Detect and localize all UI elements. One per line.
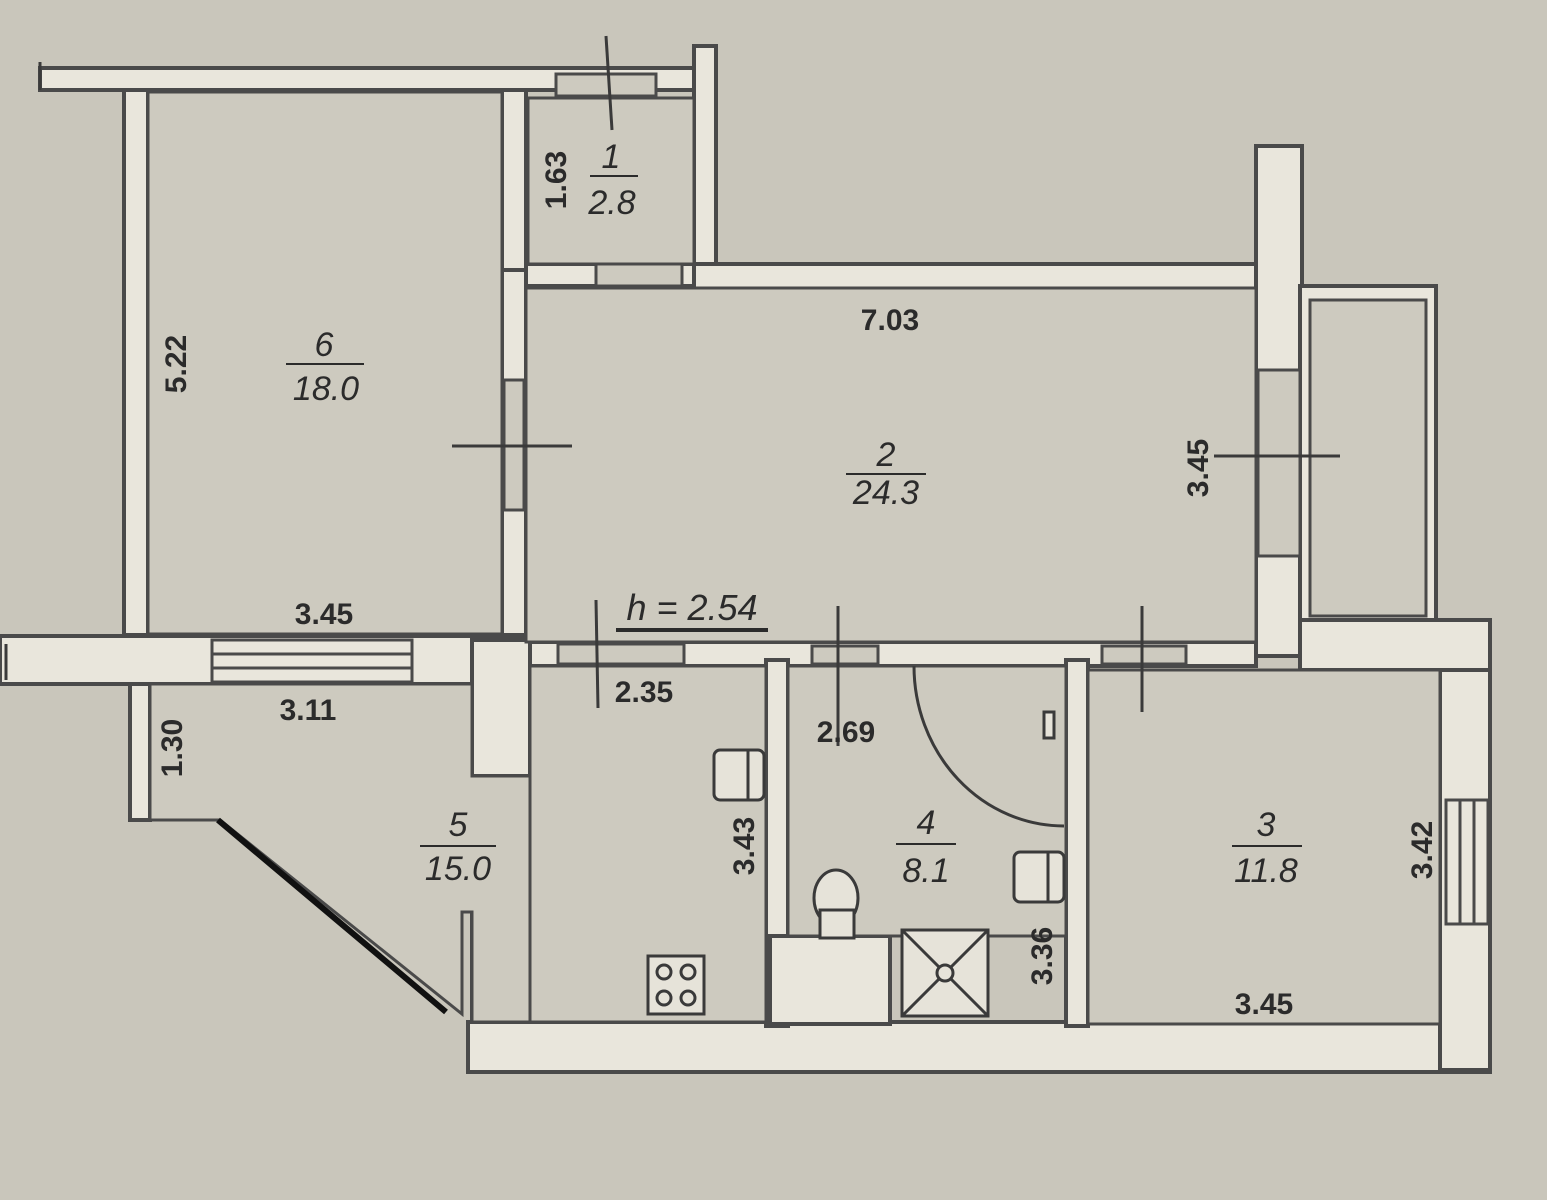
stove-burner: [655, 963, 673, 981]
room-2-floor: [524, 286, 1258, 644]
room-number: 1: [602, 138, 621, 176]
toilet-tank: [818, 908, 856, 940]
dimension-label: 3.43: [728, 817, 761, 875]
room-labels: 1 2.8 2 24.3 3 11.8 4 8.1 5 15.0 6 18.0: [286, 138, 1302, 890]
wall-room2-top: [692, 262, 1258, 292]
room-area: 11.8: [1234, 852, 1298, 890]
room1-bottom-gap: [594, 262, 684, 288]
ceiling-height: h = 2.54: [626, 587, 757, 628]
room-number: 4: [917, 804, 936, 842]
room-5-bay-floor: [148, 682, 532, 1024]
room3-door-gap: [1100, 644, 1188, 666]
dimension-label: 1.30: [156, 719, 189, 777]
room1-door-gap: [554, 72, 658, 98]
dimension-label: 3.45: [295, 598, 353, 631]
bathroom-door-arc: [912, 665, 1065, 828]
room-number: 2: [876, 436, 896, 474]
stove-burner: [679, 963, 697, 981]
balcony-window: [210, 638, 414, 684]
wall-room5-pillar: [470, 638, 532, 778]
dimension-label: 5.22: [160, 335, 193, 393]
wall-room1-left: [500, 88, 528, 272]
wall-left-room6: [122, 88, 150, 637]
balcony-floor: [1308, 298, 1428, 618]
dimension-label: 3.45: [1235, 988, 1293, 1021]
wall-room1-right: [692, 44, 718, 272]
room-number: 6: [315, 326, 334, 364]
room2-door-gap: [556, 642, 686, 666]
wall-room4-right: [1064, 658, 1090, 1028]
stove-burner: [655, 989, 673, 1007]
dimension-label: 1.63: [540, 151, 573, 209]
wall-room5-left: [128, 682, 152, 822]
room-number: 3: [1257, 806, 1276, 844]
kitchen-sink: [712, 748, 766, 802]
dimension-label: 3.42: [1406, 821, 1439, 879]
dimension-label: 2.69: [817, 716, 875, 749]
room-area: 24.3: [852, 474, 919, 512]
room-area: 18.0: [293, 370, 359, 408]
stove-burner: [679, 989, 697, 1007]
dimension-label: 7.03: [861, 304, 919, 337]
wall-bottom: [466, 1020, 1492, 1074]
bay-window-diagonal: [216, 817, 448, 1015]
room4-door-gap: [810, 644, 880, 666]
dimension-label: 2.35: [615, 676, 673, 709]
room-area: 8.1: [902, 852, 949, 890]
section-lines: [4, 35, 1340, 746]
room-number: 5: [449, 806, 468, 844]
dimension-label: 3.11: [280, 694, 337, 727]
wall-right-top: [1298, 618, 1492, 672]
stove: [646, 954, 706, 1016]
fixtures: [646, 710, 1066, 1018]
dimension-label: 3.36: [1026, 927, 1059, 985]
balcony-door-gap: [1256, 368, 1302, 558]
room-area: 15.0: [425, 850, 491, 888]
wall-wc-block: [768, 934, 892, 1026]
dimension-labels: 1.63 5.22 7.03 3.45 3.45 2.35 3.11 1.30 …: [156, 151, 1439, 1021]
dimension-label: 3.45: [1182, 439, 1215, 497]
bath-sink: [1012, 850, 1066, 904]
room3-window: [1444, 798, 1490, 926]
radiator: [1042, 710, 1056, 740]
room-area: 2.8: [587, 184, 635, 222]
